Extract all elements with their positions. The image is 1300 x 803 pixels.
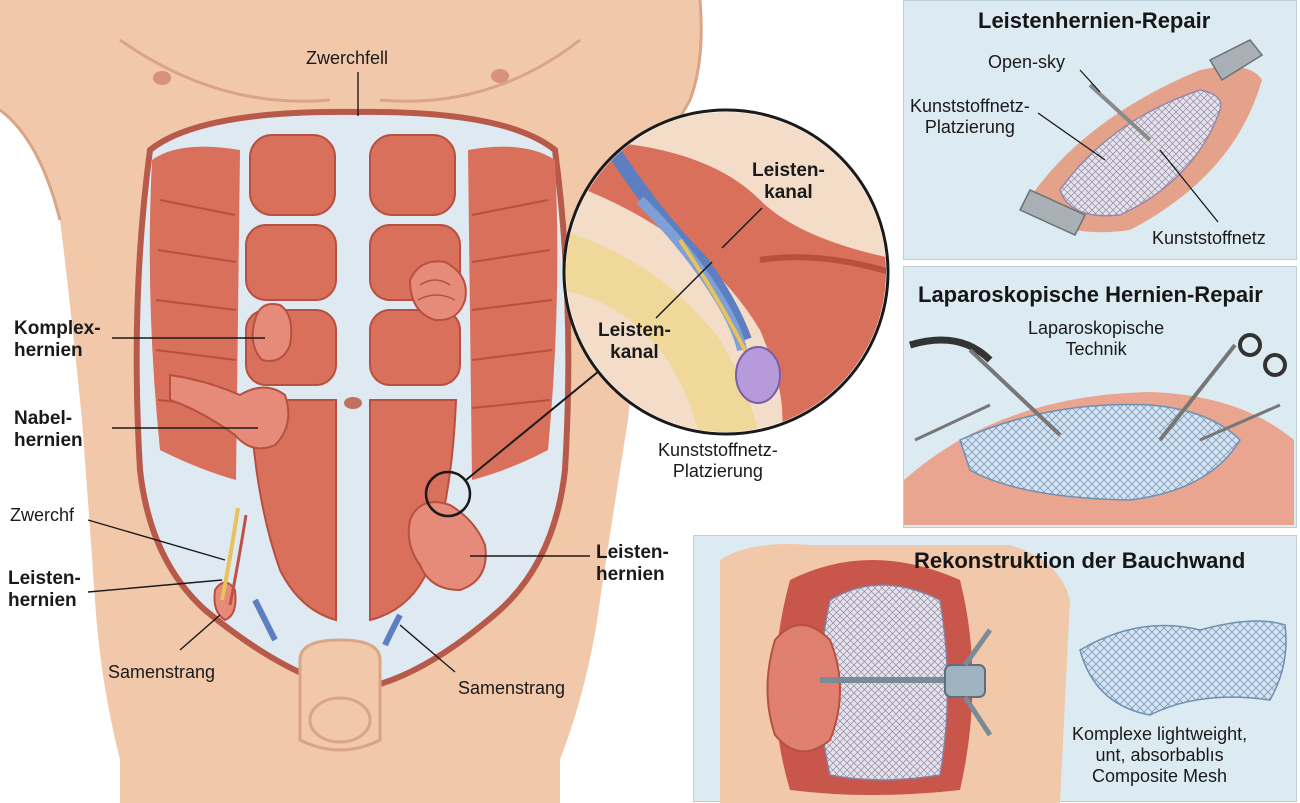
panel3-desc-line1: Komplexe lightweight, xyxy=(1072,724,1248,744)
label-komplex-line1: Komplex- xyxy=(14,318,101,339)
label-leisten-hernien-right: Leisten- hernien xyxy=(596,542,669,586)
label-leisten-right-line2: hernien xyxy=(596,564,665,585)
label-kanal-top-line2: kanal xyxy=(764,182,813,203)
panel3-desc-line3: Composite Mesh xyxy=(1092,766,1228,786)
panel3-title: Rekonstruktion der Bauchwand xyxy=(914,548,1246,573)
label-leistenkanal-top: Leisten- kanal xyxy=(752,160,825,204)
panel1-placement-line1: Kunststoffnetz- xyxy=(910,96,1030,116)
rectus-muscle xyxy=(245,134,461,622)
panel2-label-technique: Laparoskopische Technik xyxy=(1028,318,1164,360)
label-nabel-line1: Nabel- xyxy=(14,408,73,429)
label-samenstrang-right: Samenstrang xyxy=(458,678,566,698)
label-leisten-left-line2: hernien xyxy=(8,590,77,611)
panel2-tech-line2: Technik xyxy=(1065,339,1127,359)
label-nabel-hernien: Nabel- hernien xyxy=(14,408,83,452)
panel3-desc-line2: unt, absorbablıs xyxy=(1095,745,1224,765)
label-nabel-line2: hernien xyxy=(14,430,83,451)
laparoscopic-illustration xyxy=(904,333,1294,525)
panel1-label-placement: Kunststoffnetz- Platzierung xyxy=(910,96,1030,138)
label-mesh-inset-line1: Kunststoffnetz- xyxy=(658,440,778,460)
inguinal-canal-inset xyxy=(562,108,890,436)
panel1-label-open-sky: Open-sky xyxy=(988,52,1066,72)
open-repair-illustration xyxy=(1018,39,1264,236)
panel1-title: Leistenhernien-Repair xyxy=(978,8,1211,33)
label-leisten-left-line1: Leisten- xyxy=(8,568,81,589)
reconstruction-illustration xyxy=(720,544,1287,803)
label-kanal-top-line1: Leisten- xyxy=(752,160,825,181)
label-leisten-hernien-left: Leisten- hernien xyxy=(8,568,81,612)
label-komplex-line2: hernien xyxy=(14,340,83,361)
panel2-tech-line1: Laparoskopische xyxy=(1028,318,1165,338)
panel2-title: Laparoskopische Hernien-Repair xyxy=(918,282,1263,307)
label-zwerchfell-top: Zwerchfell xyxy=(306,48,389,68)
inguinal-detail-marker xyxy=(424,470,472,518)
panel3-description: Komplexe lightweight, unt, absorbablıs C… xyxy=(1072,724,1247,787)
inguinal-hernia-bulge-right xyxy=(407,501,487,592)
label-mesh-placement-inset: Kunststoffnetz- Platzierung xyxy=(658,440,778,482)
label-kanal-mid-line1: Leisten- xyxy=(598,320,671,341)
label-komplex-hernien: Komplex- hernien xyxy=(14,318,101,362)
torso-illustration xyxy=(0,0,703,803)
complex-hernia-bulge xyxy=(251,303,293,362)
label-zwerchf: Zwerchf xyxy=(10,505,75,525)
umbilical-hernia-bulge xyxy=(169,373,290,450)
panel1-label-mesh: Kunststoffnetz xyxy=(1152,228,1266,248)
leader-lines xyxy=(87,72,590,673)
upper-right-hernia-bulge xyxy=(408,260,467,322)
label-samenstrang-left: Samenstrang xyxy=(108,662,216,682)
label-mesh-inset-line2: Platzierung xyxy=(672,461,763,481)
panel1-placement-line2: Platzierung xyxy=(924,117,1015,137)
label-leistenkanal-middle: Leisten- kanal xyxy=(598,320,671,364)
label-leisten-right-line1: Leisten- xyxy=(596,542,669,563)
label-kanal-mid-line2: kanal xyxy=(610,342,659,363)
